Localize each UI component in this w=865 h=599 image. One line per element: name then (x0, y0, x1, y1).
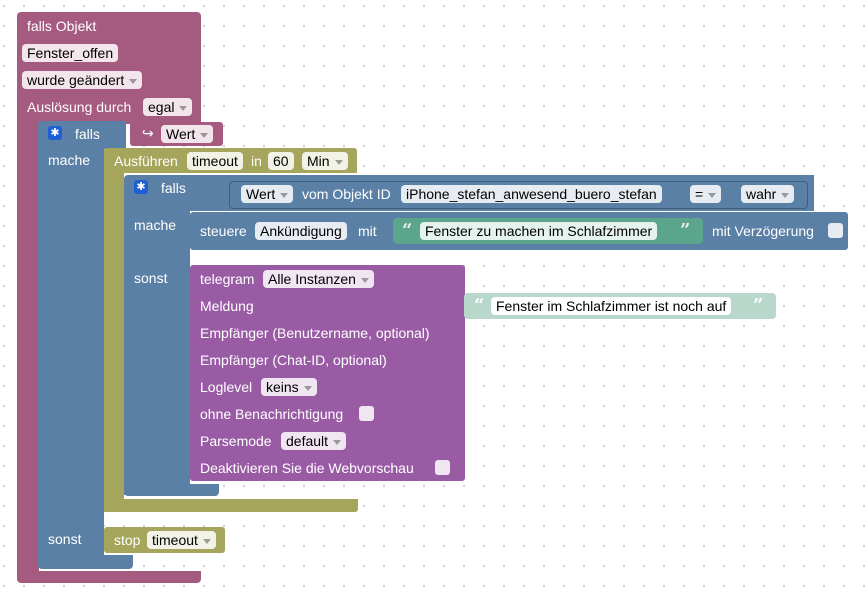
event-block-footer (17, 571, 201, 583)
instance-dropdown[interactable]: Alle Instanzen (263, 270, 374, 288)
in-label: in (251, 153, 262, 169)
execute-label: Ausführen (114, 153, 178, 169)
outer-if-footer (38, 555, 133, 569)
delay-checkbox[interactable] (828, 223, 843, 238)
telegram-label: telegram (200, 271, 255, 287)
from-object-label: vom Objekt ID (302, 186, 391, 202)
timeout-footer (104, 499, 358, 512)
message-label: Meldung (200, 298, 254, 314)
recipient-chat-label: Empfänger (Chat-ID, optional) (200, 352, 387, 368)
open-quote-icon: “ (402, 220, 413, 241)
return-arrow-icon: ↪ (142, 125, 154, 141)
operator-dropdown[interactable]: = (690, 185, 722, 203)
inner-if-label: falls (161, 180, 186, 196)
gear-icon[interactable]: ✱ (134, 180, 148, 194)
disable-preview-checkbox[interactable] (435, 460, 450, 475)
recipient-user-label: Empfänger (Benutzername, optional) (200, 325, 430, 341)
close-quote-icon: ” (753, 295, 764, 316)
outer-else-label: sonst (48, 531, 82, 547)
inner-else-label: sonst (134, 270, 168, 286)
trigger-label: Auslösung durch (27, 99, 132, 115)
delay-label: mit Verzögerung (712, 223, 814, 239)
outer-then-label: mache (48, 152, 91, 168)
stop-name-dropdown[interactable]: timeout (147, 531, 216, 549)
silent-checkbox[interactable] (359, 406, 374, 421)
loglevel-dropdown[interactable]: keins (261, 378, 317, 396)
timeout-amount-field[interactable]: 60 (268, 152, 294, 170)
compare-value-dropdown[interactable]: wahr (741, 185, 795, 203)
control-label: steuere (200, 223, 247, 239)
open-quote-icon: “ (474, 295, 485, 316)
inner-if-spine (124, 205, 190, 495)
inner-then-label: mache (134, 217, 177, 233)
close-quote-icon: ” (680, 220, 691, 241)
inner-if-footer (124, 484, 219, 496)
object-name-field[interactable]: Fenster_offen (22, 44, 119, 62)
parsemode-label: Parsemode (200, 433, 272, 449)
message-text-field[interactable]: Fenster im Schlafzimmer ist noch auf (491, 297, 732, 315)
outer-if-spine (38, 145, 104, 567)
event-title: falls Objekt (27, 18, 97, 34)
event-block-spine (17, 118, 39, 580)
timeout-unit-dropdown[interactable]: Min (302, 152, 348, 170)
timeout-name-field[interactable]: timeout (187, 152, 243, 170)
stop-label: stop (114, 532, 141, 548)
trigger-dropdown[interactable]: egal (143, 98, 193, 116)
change-mode-dropdown[interactable]: wurde geändert (22, 71, 143, 89)
silent-label: ohne Benachrichtigung (200, 406, 344, 422)
timeout-spine (104, 170, 124, 512)
parsemode-dropdown[interactable]: default (281, 432, 347, 450)
object-id-field[interactable]: iPhone_stefan_anwesend_buero_stefan (401, 185, 662, 203)
loglevel-label: Loglevel (200, 379, 253, 395)
with-label: mit (358, 223, 377, 239)
outer-if-label: falls (75, 126, 100, 142)
disable-preview-label: Deaktivieren Sie die Webvorschau (200, 460, 414, 476)
gear-icon[interactable]: ✱ (48, 126, 62, 140)
condition-value-dropdown[interactable]: Wert (161, 125, 214, 143)
control-target-field[interactable]: Ankündigung (255, 222, 347, 240)
control-text-field[interactable]: Fenster zu machen im Schlafzimmer (420, 222, 658, 240)
value-type-dropdown[interactable]: Wert (241, 185, 294, 203)
